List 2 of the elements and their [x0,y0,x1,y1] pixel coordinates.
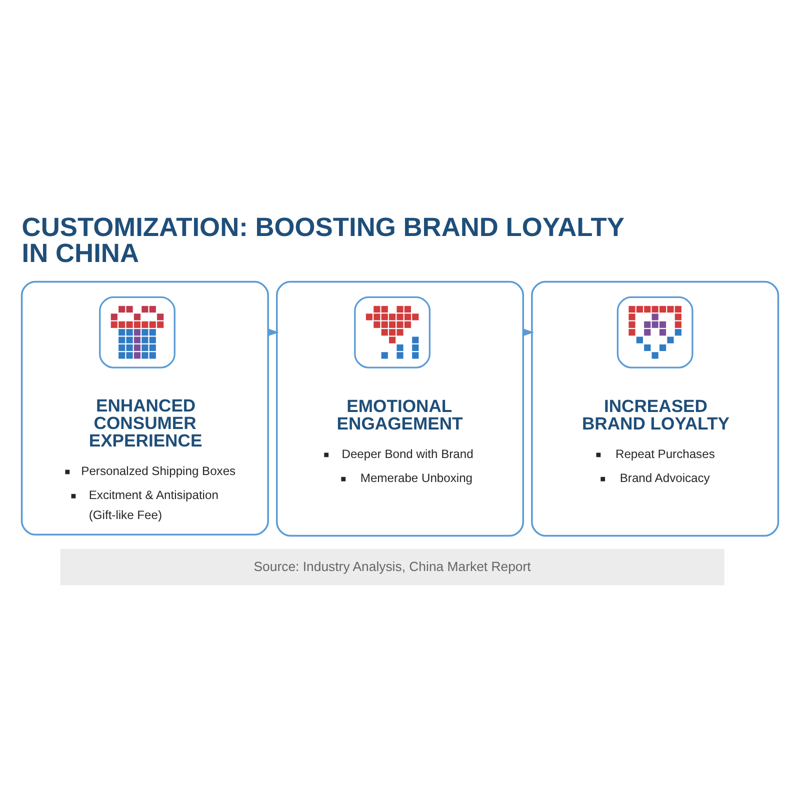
caption: Source: Industry Analysis, China Market Report [254,558,531,574]
diagram-title: CUSTOMIZATION: BOOSTING BRAND LOYALTY IN CHINA [22,211,625,268]
